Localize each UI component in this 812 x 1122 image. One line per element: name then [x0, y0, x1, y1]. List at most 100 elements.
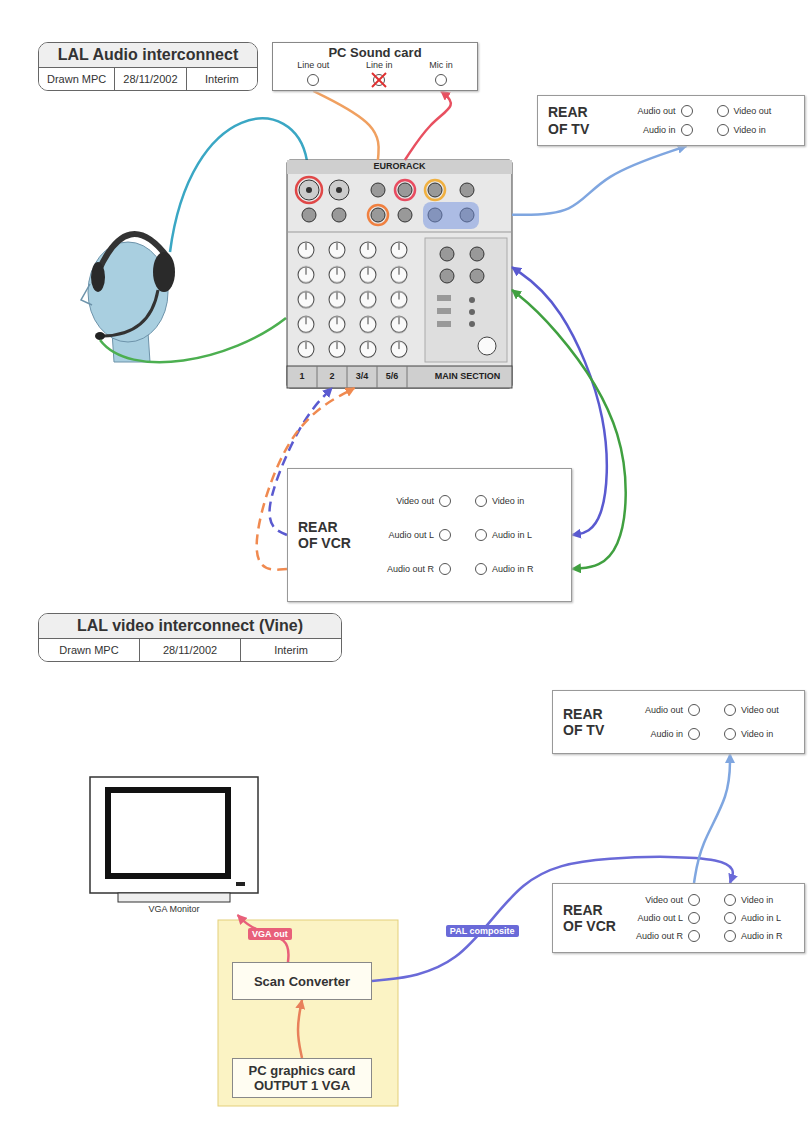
input-label-cell: Video in	[741, 729, 773, 739]
panel-heading: REAR OF TV	[563, 706, 621, 738]
title-text: LAL Audio interconnect	[58, 46, 238, 63]
jack-socket	[717, 105, 729, 117]
cable-connector	[298, 1000, 302, 1058]
jack-socket	[475, 495, 487, 507]
socket-label: Video out	[645, 895, 683, 905]
jack-socket	[717, 124, 729, 136]
title-row: Drawn MPC 28/11/2002 Interim	[39, 639, 341, 661]
socket-label: Audio out L	[388, 530, 434, 540]
mixer-marking: 3/4	[347, 371, 377, 381]
panel-heading-text: REAR OF VCR	[298, 519, 351, 551]
title-cell-text: Drawn MPC	[59, 644, 118, 656]
jack-socket	[439, 563, 451, 575]
input-label-cell: Video out	[734, 106, 772, 116]
socket-label: Video in	[741, 895, 773, 905]
sound-card-panel: PC Sound cardLine out Line in Mic in	[272, 42, 478, 91]
monitor-illustration	[90, 777, 258, 902]
output-label-cell: Video out	[396, 496, 434, 506]
jack-socket	[475, 563, 487, 575]
jack-column: Line out	[297, 60, 329, 86]
card-header: PC Sound card	[279, 45, 471, 60]
socket-label: Audio out R	[387, 564, 434, 574]
output-label-cell: Video out	[645, 895, 683, 905]
title-cell-text: Drawn MPC	[47, 73, 106, 85]
vcr-rear-panel: REAR OF VCR Video outAudio out L Audio out…	[287, 468, 572, 602]
socket-label: Audio in L	[492, 530, 532, 540]
jack-socket	[724, 704, 736, 716]
process-box: Scan Converter	[232, 962, 372, 1000]
socket-label: Audio in R	[741, 931, 783, 941]
socket-label: Audio out R	[636, 931, 683, 941]
socket-label: Video out	[741, 705, 779, 715]
input-label-cell: Audio in R	[492, 564, 534, 574]
panel-heading-text: REAR OF TV	[548, 104, 589, 136]
headset-figure	[81, 234, 175, 362]
mixer-marking: MAIN SECTION	[423, 371, 512, 381]
panel-heading-text: REAR OF TV	[563, 706, 604, 738]
mixer-illustration	[287, 160, 512, 388]
jack-socket	[439, 495, 451, 507]
jack-socket	[475, 529, 487, 541]
mixer-label: 1	[299, 371, 304, 381]
title-cell: Interim	[240, 639, 341, 661]
jack-label: Mic in	[429, 60, 453, 70]
jack-row: Line out Line in Mic in	[279, 60, 471, 86]
socket-label: Audio out	[645, 705, 683, 715]
jack-socket	[688, 912, 700, 924]
vga-monitor: VGA Monitor	[88, 775, 260, 915]
mixer-marking: 1	[287, 371, 317, 381]
mixer-unit: EURORACK123/45/6MAIN SECTION	[287, 160, 512, 388]
title-row: Drawn MPC28/11/2002Interim	[39, 68, 257, 90]
signal-label: VGA out	[248, 928, 292, 940]
headphone-wire	[170, 118, 307, 252]
device-label: VGA Monitor	[148, 904, 199, 914]
title-cell-text: Interim	[274, 644, 308, 656]
output-label-cell: Audio in	[643, 125, 676, 135]
panel-heading-text: REAR OF VCR	[563, 902, 616, 934]
socket-label: Audio out L	[637, 913, 683, 923]
title-header: LAL video interconnect (Vine)	[39, 614, 341, 639]
socket-label: Audio out	[637, 106, 675, 116]
socket-label: Audio in L	[741, 913, 781, 923]
input-label-cell: Audio in R	[741, 931, 783, 941]
mixer-label: 3/4	[356, 371, 369, 381]
input-label-cell: Video in	[741, 895, 773, 905]
tv-rear-panel: REAR OF TV Audio outAudio in Video outVide…	[552, 690, 805, 754]
jack-socket	[688, 894, 700, 906]
output-label-cell: Audio in	[650, 729, 683, 739]
mixer-marking: 5/6	[377, 371, 407, 381]
socket-label: Audio in	[650, 729, 683, 739]
mixer-marking: EURORACK	[347, 161, 452, 171]
jack-column: Mic in	[429, 60, 453, 86]
jack-socket	[439, 529, 451, 541]
jack-socket	[688, 728, 700, 740]
input-label-cell: Audio in L	[492, 530, 532, 540]
title-cell-text: 28/11/2002	[123, 73, 177, 85]
converter-panel	[218, 920, 398, 1106]
jack-socket	[373, 74, 385, 86]
input-label-cell: Video out	[741, 705, 779, 715]
output-label-cell: Audio out	[645, 705, 683, 715]
jack-socket	[435, 74, 447, 86]
cable-connector	[694, 754, 730, 883]
title-block: LAL Audio interconnectDrawn MPC 28/11/200…	[38, 42, 258, 91]
title-cell: 28/11/2002	[139, 639, 240, 661]
jack-label: Line out	[297, 60, 329, 70]
socket-label: Video in	[741, 729, 773, 739]
output-label-cell: Audio out L	[388, 530, 434, 540]
socket-label: Video out	[734, 106, 772, 116]
box-label: Scan Converter	[254, 974, 350, 989]
panel-heading: REAR OF TV	[548, 104, 606, 136]
socket-label: Audio in	[643, 125, 676, 135]
jack-label: Line in	[366, 60, 393, 70]
jack-socket	[724, 930, 736, 942]
jack-socket	[688, 930, 700, 942]
vcr-rear-panel: REAR OF VCR Video outAudio out L Audio out…	[552, 883, 805, 953]
socket-label: Video in	[734, 125, 766, 135]
title-cell: Drawn MPC	[39, 68, 114, 90]
cable-connector	[313, 91, 378, 160]
jack-socket	[681, 124, 693, 136]
jack-socket	[724, 894, 736, 906]
title-header: LAL Audio interconnect	[39, 43, 257, 68]
